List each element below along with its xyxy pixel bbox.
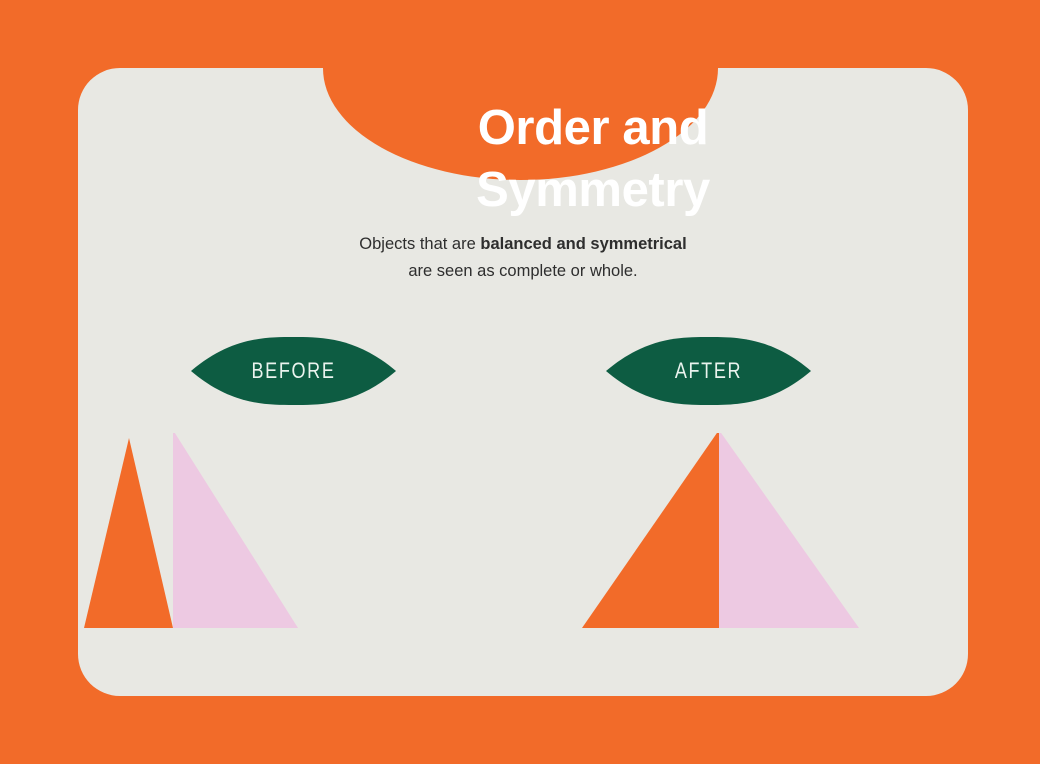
page-title-line-2: Symmetry (476, 162, 710, 217)
asymmetric-triangle-pair-icon (84, 433, 298, 628)
before-badge: BEFORE (190, 337, 396, 405)
lens-badge-icon (605, 337, 811, 405)
subtitle: Objects that are balanced and symmetrica… (78, 231, 968, 284)
before-column: BEFORE (83, 337, 503, 643)
subtitle-emphasis: balanced and symmetrical (480, 235, 687, 253)
page-title: Order and Symmetry (383, 98, 803, 221)
after-column: AFTER (498, 337, 918, 643)
subtitle-line-1: Objects that are balanced and symmetrica… (78, 231, 968, 258)
subtitle-prefix: Objects that are (359, 235, 481, 253)
after-badge-label: AFTER (674, 358, 742, 383)
after-shapes (498, 433, 918, 643)
subtitle-line-2: are seen as complete or whole. (408, 261, 638, 280)
page-title-line-1: Order and (477, 101, 709, 155)
before-shapes (83, 433, 503, 643)
before-badge-label: BEFORE (250, 358, 336, 383)
lens-badge-icon (190, 337, 396, 405)
after-badge: AFTER (605, 337, 811, 405)
symmetric-split-triangle-icon (582, 433, 859, 628)
slide-card: Order and Symmetry Objects that are bala… (78, 68, 968, 696)
